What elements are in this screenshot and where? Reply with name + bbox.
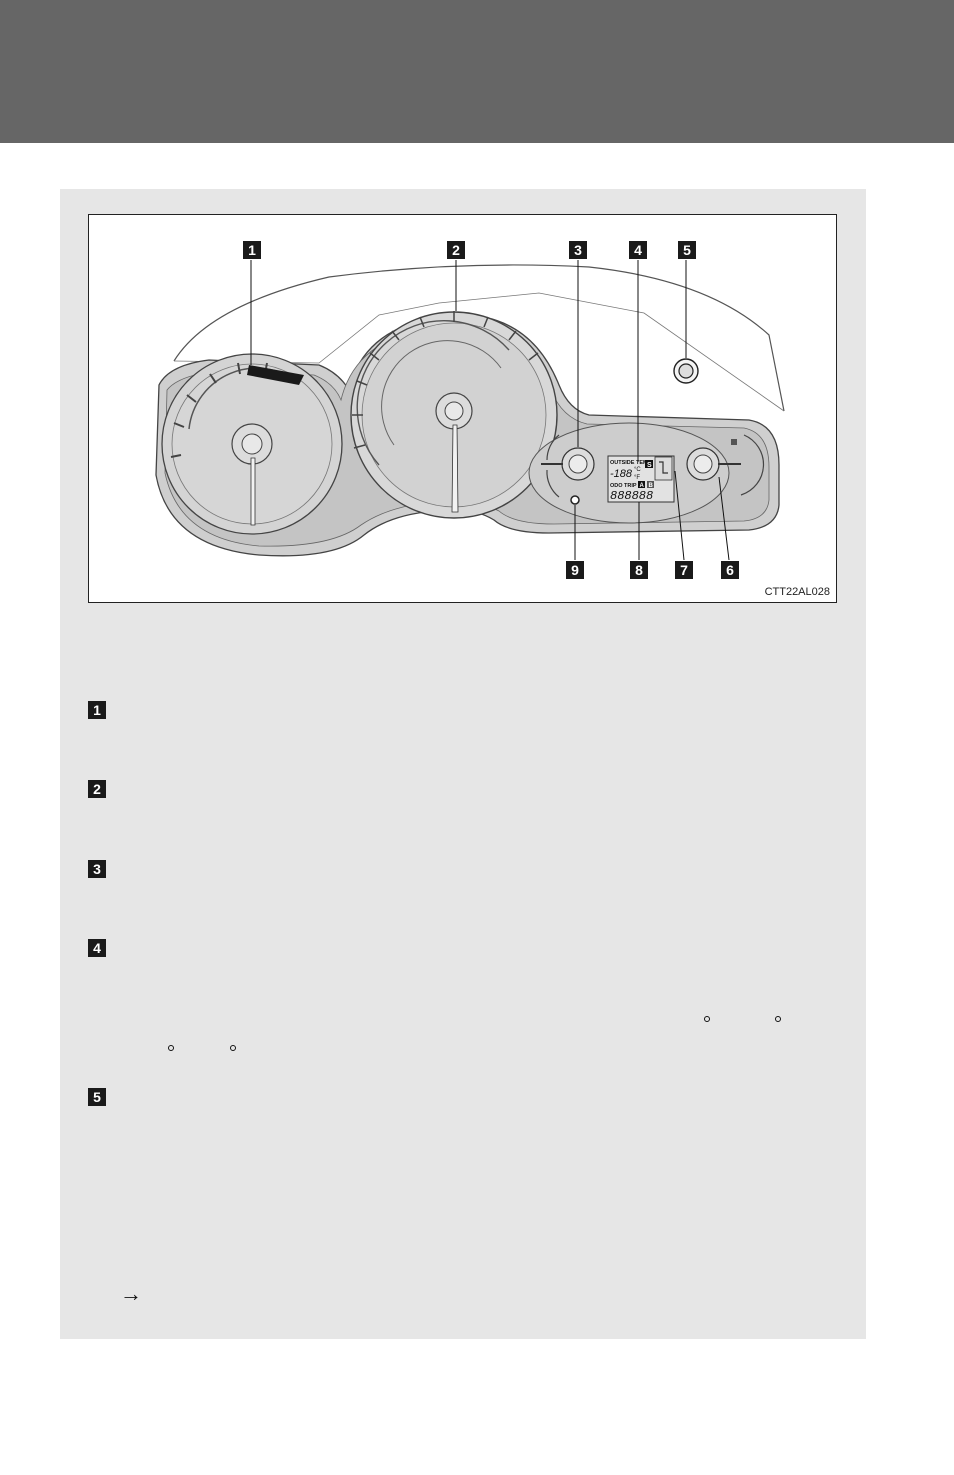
callout-badge-7: 7 [675,561,693,579]
callout-badge-2: 2 [447,241,465,259]
callout-badge-1: 1 [243,241,261,259]
list-item-badge-5: 5 [88,1088,106,1106]
lcd-trip-a: A [640,483,645,489]
lcd-s-icon: S [647,462,652,469]
callout-badge-4: 4 [629,241,647,259]
lcd-outside-temp-label: OUTSIDE TEMP [610,460,652,466]
callout-badge-9: 9 [566,561,584,579]
lcd-unit-f: °F [634,475,640,481]
callout-badge-3: 3 [569,241,587,259]
instrument-cluster-figure: OUTSIDE TEMP -188 °C °F S ODO TRIP A B 8… [88,214,837,603]
list-item-badge-3: 3 [88,860,106,878]
degree-symbol [775,1016,781,1022]
callout-badge-5: 5 [678,241,696,259]
reference-arrow-icon: → [120,1281,142,1306]
list-item-badge-4: 4 [88,939,106,957]
instrument-cluster-drawing: OUTSIDE TEMP -188 °C °F S ODO TRIP A B 8… [155,260,785,561]
callout-badge-8: 8 [630,561,648,579]
figure-id: CTT22AL028 [764,586,830,598]
list-item-badge-1: 1 [88,701,106,719]
lcd-temp-value: -188 [610,468,633,480]
lcd-odo-trip-label: ODO TRIP [610,483,637,489]
degree-symbol [230,1045,236,1051]
list-item-badge-2: 2 [88,780,106,798]
header-band [0,0,954,143]
lcd-unit-c: °C [634,467,641,473]
degree-symbol [704,1016,710,1022]
lcd-trip-b: B [649,483,654,489]
lcd-odometer-digits: 888888 [610,489,653,503]
callout-badge-6: 6 [721,561,739,579]
degree-symbol [168,1045,174,1051]
